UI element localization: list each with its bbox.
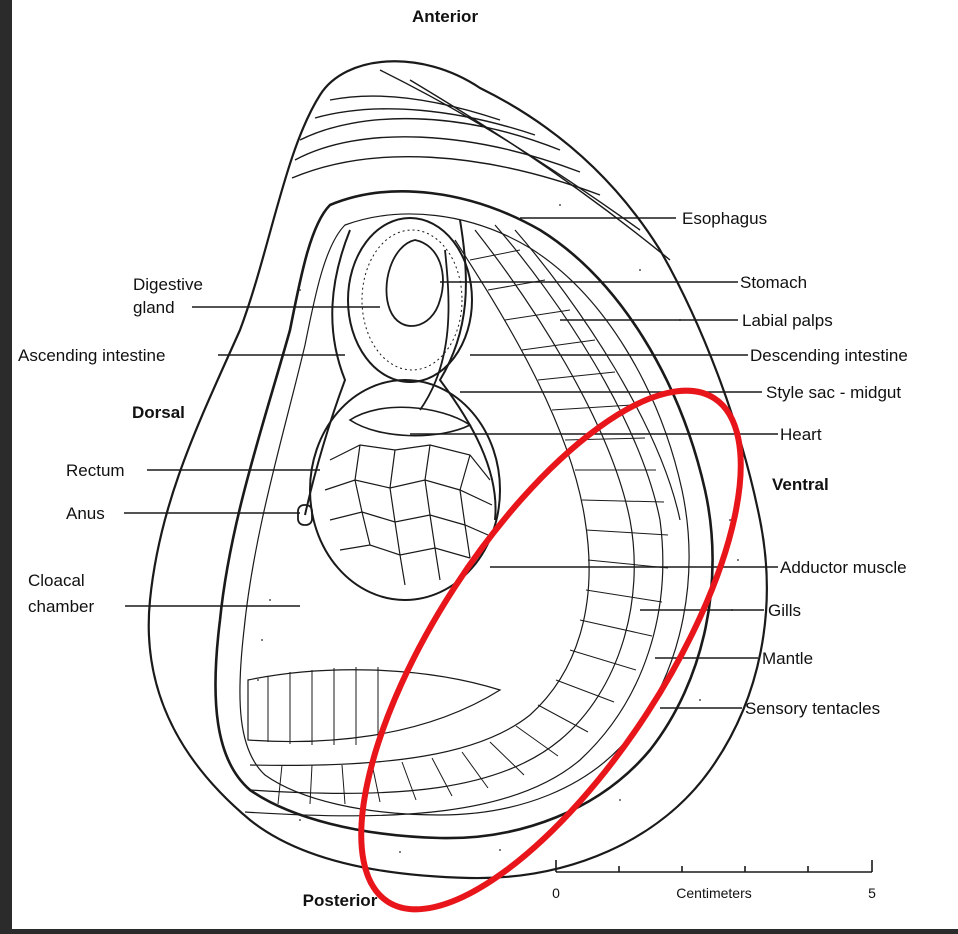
sensory-tentacles-label: Sensory tentacles xyxy=(745,699,880,718)
scale-bar-end: 5 xyxy=(868,885,876,901)
cloacal-chamber-label-1: Cloacal xyxy=(28,571,85,590)
anus-label: Anus xyxy=(66,504,105,523)
adductor-muscle-label: Adductor muscle xyxy=(780,558,907,577)
rectum-label: Rectum xyxy=(66,461,125,480)
cloacal-chamber-label-2: chamber xyxy=(28,597,94,616)
heart-label: Heart xyxy=(780,425,822,444)
dorsal-label: Dorsal xyxy=(132,403,185,422)
esophagus-label: Esophagus xyxy=(682,209,767,228)
scale-bar-start: 0 xyxy=(552,885,560,901)
posterior-label: Posterior xyxy=(303,891,378,910)
scale-bar-unit: Centimeters xyxy=(676,885,751,901)
labial-palps-label: Labial palps xyxy=(742,311,833,330)
ventral-label: Ventral xyxy=(772,475,829,494)
gills-label: Gills xyxy=(768,601,801,620)
ascending-intestine-label: Ascending intestine xyxy=(18,346,165,365)
style-sac-label: Style sac - midgut xyxy=(766,383,901,402)
digestive-gland-label-1: Digestive xyxy=(133,275,203,294)
paper-background xyxy=(12,0,958,929)
stomach-label: Stomach xyxy=(740,273,807,292)
mantle-label: Mantle xyxy=(762,649,813,668)
anterior-label: Anterior xyxy=(412,7,479,26)
digestive-gland-label-2: gland xyxy=(133,298,175,317)
descending-intestine-label: Descending intestine xyxy=(750,346,908,365)
